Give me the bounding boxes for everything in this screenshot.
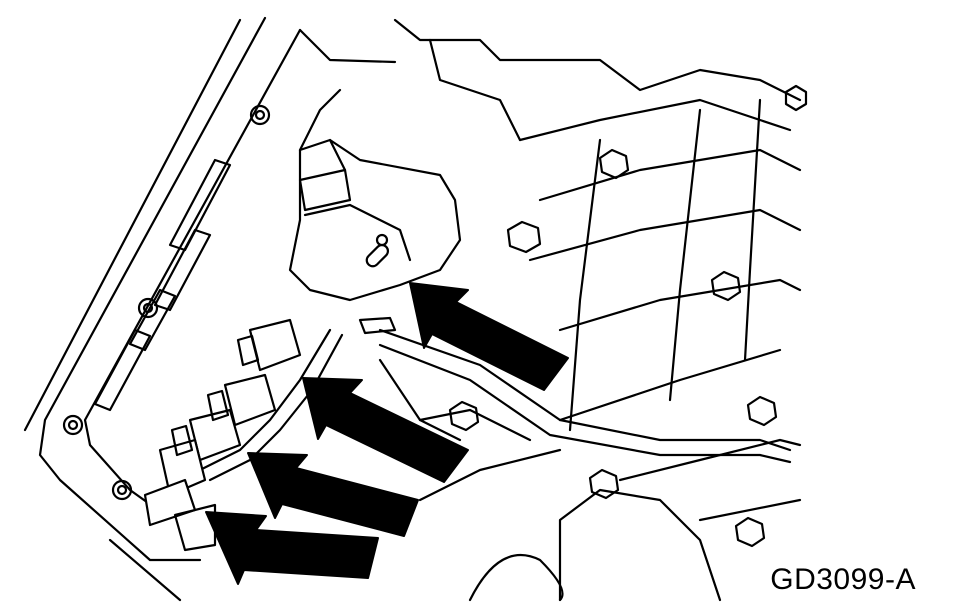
flange-bolts: [62, 104, 271, 501]
casting-bolts: [448, 84, 808, 548]
arrow-upper-right: [409, 282, 569, 391]
solenoid-connector-large: [288, 138, 462, 335]
arrow-bottom: [205, 511, 379, 585]
arrow-mid-upper: [302, 377, 469, 483]
valve-body-casting: [298, 18, 802, 602]
pan-flange: [23, 16, 397, 602]
arrow-mid-lower: [247, 452, 419, 537]
flange-slots: [93, 158, 232, 412]
solenoid-connectors-small: [143, 318, 302, 552]
figure-code-label: GD3099-A: [770, 563, 916, 596]
callout-arrows: [205, 282, 569, 585]
wiring-harness: [198, 328, 792, 482]
